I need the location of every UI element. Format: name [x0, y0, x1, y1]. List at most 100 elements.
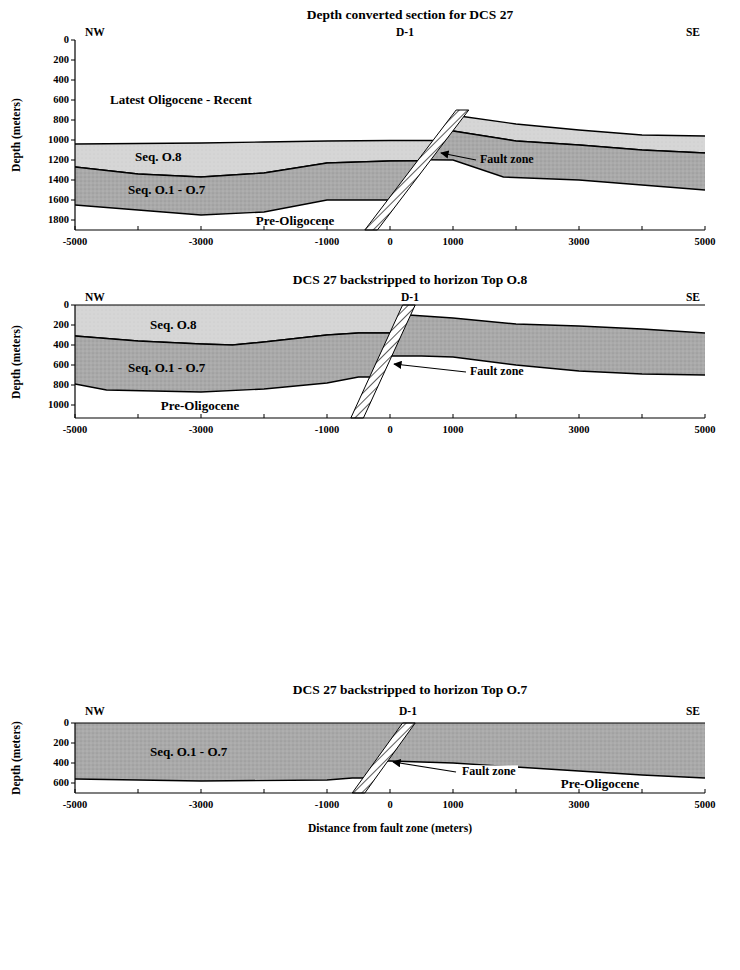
x-tick [327, 789, 328, 793]
depth-tick-label: 400 [53, 339, 69, 351]
y-tick [71, 385, 75, 386]
sequence-fill [327, 130, 705, 190]
surface-line [75, 304, 705, 305]
distance-tick-label: -3000 [189, 424, 214, 436]
y-tick [71, 180, 75, 181]
panel-title: DCS 27 backstripped to horizon Top O.8 [293, 273, 527, 288]
y-tick [71, 160, 75, 161]
depth-tick-label: 1800 [48, 214, 69, 226]
depth-tick-label: 600 [53, 777, 69, 789]
y-tick [71, 325, 75, 326]
x-tick [453, 226, 454, 230]
distance-tick-label: -5000 [63, 236, 88, 248]
depth-tick-label: 200 [53, 737, 69, 749]
direction-label: SE [686, 291, 700, 304]
sequence-label: Seq. O.1 - O.7 [128, 361, 205, 375]
sections [75, 40, 705, 793]
y-tick [71, 345, 75, 346]
distance-tick-label: 5000 [695, 799, 716, 811]
section-panel [75, 40, 705, 230]
y-tick [71, 100, 75, 101]
depth-tick-label: 1000 [48, 134, 69, 146]
x-tick [642, 414, 643, 418]
fault-label: Fault zone [460, 765, 518, 778]
x-tick [264, 414, 265, 418]
horizon-line [264, 761, 705, 778]
distance-tick-label: 0 [387, 424, 392, 436]
x-tick [75, 789, 76, 793]
depth-tick-label: 400 [53, 74, 69, 86]
distance-tick-label: -1000 [315, 799, 340, 811]
fault-leader [394, 364, 466, 372]
x-tick [201, 414, 202, 418]
well-label: D-1 [399, 705, 417, 718]
fault-zone [351, 305, 415, 418]
y-tick [71, 200, 75, 201]
section-panel [75, 305, 705, 418]
horizon-line [327, 130, 705, 153]
distance-tick-label: 3000 [569, 799, 590, 811]
x-tick [705, 789, 706, 793]
y-tick [71, 783, 75, 784]
depth-tick-label: 1000 [48, 399, 69, 411]
depth-tick-label: 0 [64, 299, 69, 311]
era-label: Latest Oligocene - Recent [110, 93, 252, 107]
well-label: D-1 [396, 26, 414, 39]
axis-title: Depth (meters) [10, 325, 23, 399]
y-tick [71, 405, 75, 406]
direction-label: NW [85, 26, 105, 39]
distance-tick-label: 1000 [443, 799, 464, 811]
x-tick [579, 414, 580, 418]
x-tick [705, 226, 706, 230]
sequence-fill [264, 723, 705, 778]
axis-title: Depth (meters) [10, 98, 23, 172]
direction-label: SE [686, 26, 700, 39]
x-tick [75, 414, 76, 418]
depth-tick-label: 1400 [48, 174, 69, 186]
x-tick [138, 789, 139, 793]
x-tick [327, 414, 328, 418]
horizon-line [75, 200, 548, 215]
distance-tick-label: 1000 [443, 424, 464, 436]
distance-tick-label: 5000 [695, 424, 716, 436]
y-tick [71, 120, 75, 121]
y-tick [71, 723, 75, 724]
x-tick [264, 789, 265, 793]
x-tick [705, 414, 706, 418]
y-tick [71, 60, 75, 61]
x-tick [516, 226, 517, 230]
depth-tick-label: 400 [53, 757, 69, 769]
x-tick [75, 226, 76, 230]
fault-zone [365, 110, 469, 230]
horizon-line [327, 315, 705, 333]
unit-label: Pre-Oligocene [161, 399, 239, 413]
x-tick [390, 789, 391, 793]
depth-tick-label: 200 [53, 54, 69, 66]
depth-tick-label: 1600 [48, 194, 69, 206]
axis-title: Distance from fault zone (meters) [308, 822, 472, 835]
y-tick [71, 80, 75, 81]
x-tick [453, 414, 454, 418]
depth-tick-label: 800 [53, 379, 69, 391]
x-tick [642, 789, 643, 793]
section-panel [75, 723, 705, 793]
depth-tick-label: 200 [53, 319, 69, 331]
distance-tick-label: -1000 [315, 236, 340, 248]
depth-tick-label: 800 [53, 114, 69, 126]
y-tick [71, 220, 75, 221]
sequence-label: Seq. O.1 - O.7 [150, 745, 227, 759]
panel-title: Depth converted section for DCS 27 [307, 8, 513, 23]
distance-tick-label: -3000 [189, 236, 214, 248]
distance-tick-label: 3000 [569, 236, 590, 248]
unit-label: Pre-Oligocene [561, 777, 639, 791]
depth-tick-label: 600 [53, 94, 69, 106]
axis-title: Depth (meters) [10, 721, 23, 795]
depth-tick-label: 600 [53, 359, 69, 371]
well-label: D-1 [401, 291, 419, 304]
distance-tick-label: 3000 [569, 424, 590, 436]
x-tick [579, 226, 580, 230]
distance-tick-label: 5000 [695, 236, 716, 248]
depth-tick-label: 0 [64, 34, 69, 46]
fault-leader [393, 762, 456, 772]
